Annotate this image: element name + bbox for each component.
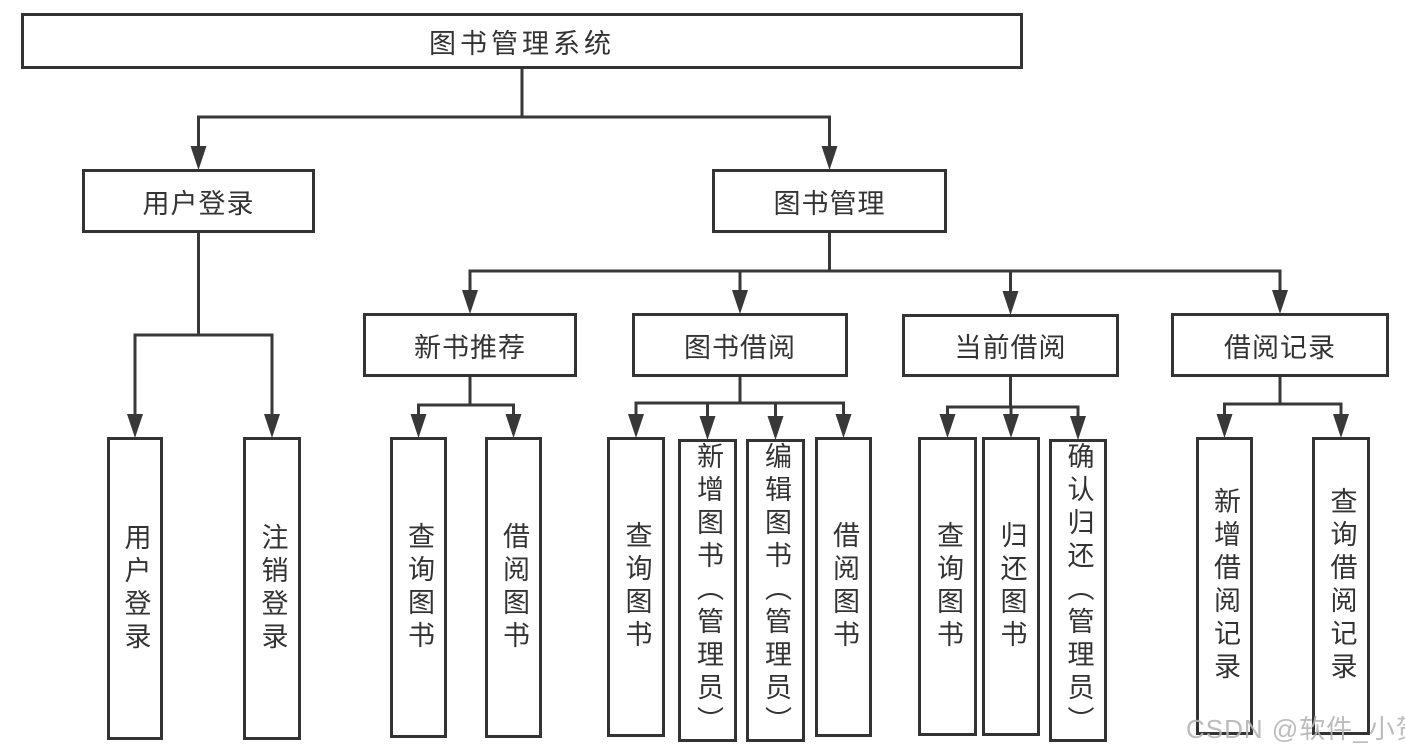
node-leaf-login: 用户登录 [107, 437, 163, 740]
node-leaf-bor-edit: 编辑图书（管理员） [746, 439, 805, 742]
node-label-leaf-bor-edit: 编辑图书（管理员） [761, 442, 791, 739]
node-leaf-cur-query: 查询图书 [918, 437, 977, 736]
arrowhead [462, 290, 478, 314]
arrowhead [628, 414, 644, 438]
node-label-leaf-cur-ret: 归还图书 [996, 520, 1027, 653]
node-recommend: 新书推荐 [363, 313, 577, 377]
node-label-book-mgmt: 图书管理 [773, 188, 886, 219]
node-label-leaf-cur-query: 查询图书 [933, 520, 963, 653]
node-borrow: 图书借阅 [632, 313, 848, 377]
node-label-user-login: 用户登录 [142, 188, 255, 219]
node-book-mgmt: 图书管理 [712, 169, 947, 233]
arrowhead [732, 290, 748, 314]
node-label-leaf-log-query: 查询借阅记录 [1326, 487, 1357, 685]
arrowhead [767, 416, 784, 440]
node-leaf-rec-query: 查询图书 [390, 437, 447, 738]
node-label-recommend: 新书推荐 [414, 332, 526, 363]
node-root: 图书管理系统 [21, 13, 1023, 69]
node-label-records: 借阅记录 [1224, 332, 1336, 363]
node-label-root: 图书管理系统 [429, 28, 615, 59]
arrowhead [1333, 414, 1349, 438]
arrowhead [699, 416, 716, 440]
arrowhead [127, 414, 143, 438]
node-records: 借阅记录 [1171, 313, 1389, 377]
arrowhead [821, 146, 838, 170]
arrowhead [1002, 291, 1019, 315]
node-label-leaf-log-add: 新增借阅记录 [1210, 487, 1240, 685]
node-label-leaf-cur-conf: 确认归还（管理员） [1063, 442, 1094, 739]
node-label-current: 当前借阅 [954, 333, 1067, 363]
arrowhead [1070, 416, 1086, 440]
node-leaf-bor-bor: 借阅图书 [815, 437, 872, 737]
arrowhead [410, 414, 427, 438]
node-leaf-rec-bor: 借阅图书 [485, 437, 542, 738]
node-current: 当前借阅 [902, 314, 1119, 377]
node-label-leaf-bor-add: 新增图书（管理员） [693, 442, 723, 739]
arrowhead [1272, 290, 1288, 314]
node-label-leaf-login: 用户登录 [120, 522, 151, 655]
arrowhead [190, 146, 207, 170]
node-label-leaf-bor-bor: 借阅图书 [829, 521, 859, 653]
node-user-login: 用户登录 [82, 169, 315, 233]
node-label-leaf-logout: 注销登录 [257, 522, 288, 655]
node-label-leaf-rec-bor: 借阅图书 [499, 521, 529, 654]
node-leaf-log-query: 查询借阅记录 [1312, 437, 1370, 735]
node-leaf-bor-add: 新增图书（管理员） [678, 439, 737, 742]
node-leaf-cur-conf: 确认归还（管理员） [1049, 439, 1107, 742]
node-leaf-bor-query: 查询图书 [607, 437, 665, 737]
node-label-borrow: 图书借阅 [684, 332, 796, 363]
node-label-leaf-bor-query: 查询图书 [621, 521, 652, 653]
node-leaf-cur-ret: 归还图书 [982, 437, 1040, 736]
node-leaf-logout: 注销登录 [243, 437, 301, 740]
arrowhead [264, 414, 280, 438]
arrowhead [505, 414, 522, 438]
node-label-leaf-rec-query: 查询图书 [404, 521, 434, 654]
arrowhead [1003, 414, 1019, 438]
node-leaf-log-add: 新增借阅记录 [1196, 437, 1253, 735]
arrowhead [939, 414, 956, 438]
arrowhead [1216, 414, 1233, 438]
arrowhead [835, 414, 852, 438]
